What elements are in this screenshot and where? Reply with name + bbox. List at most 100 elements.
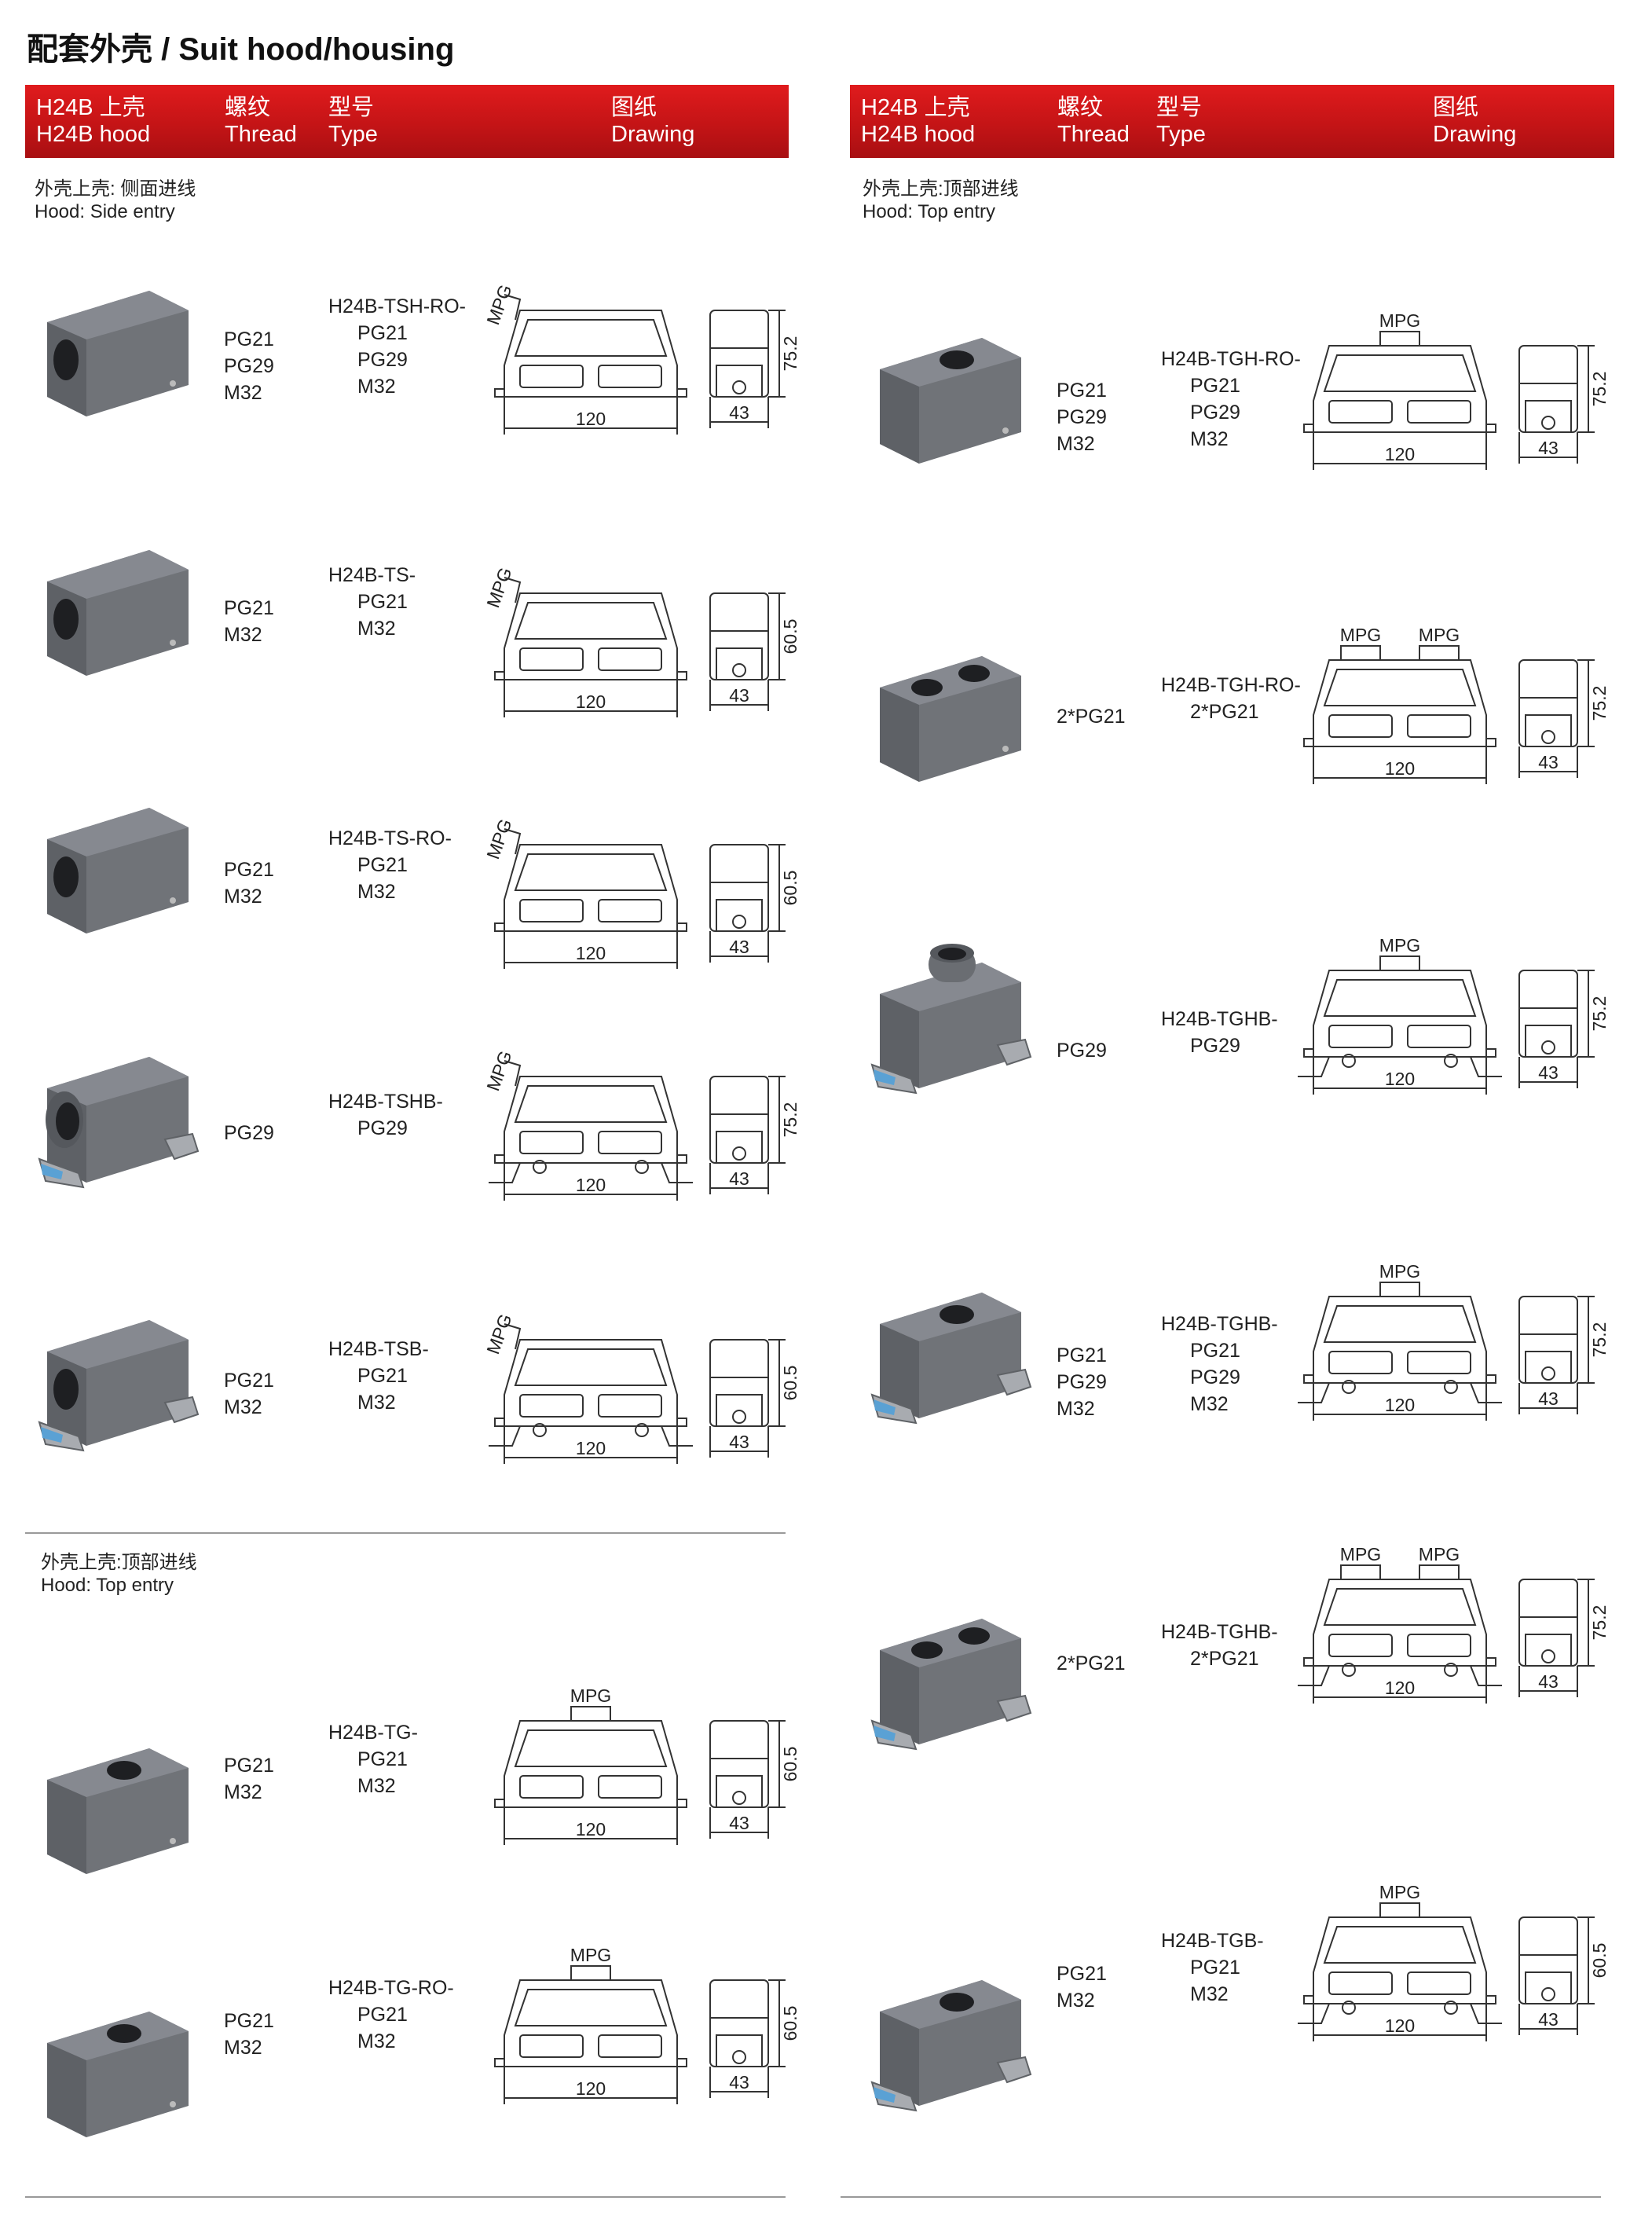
dim-width-43: 43 (729, 1432, 749, 1452)
type-option: M32 (357, 1775, 396, 1797)
mpg-label: MPG (570, 1685, 611, 1706)
dim-width-120: 120 (576, 691, 606, 712)
header-drawing-cn: 图纸 (1433, 95, 1479, 120)
type-option: PG21 (1190, 375, 1240, 397)
dim-width-120: 120 (576, 1819, 606, 1839)
header-type-en: Type (1156, 122, 1206, 147)
header-type-cn: 型号 (1156, 95, 1203, 120)
type-option: M32 (357, 376, 396, 398)
mpg-label: MPG (482, 816, 515, 862)
header-thread-en: Thread (1057, 122, 1130, 147)
type-cell: H24B-TGHB-PG29 (1161, 1006, 1278, 1059)
thread-cell: 2*PG21 (1057, 1650, 1126, 1677)
dim-height: 75.2 (1589, 686, 1610, 721)
hood-photo (880, 656, 1021, 782)
hood-photo (47, 808, 189, 933)
dim-width-43: 43 (729, 937, 749, 957)
thread-value: PG29 (1057, 1371, 1107, 1393)
type-code: H24B-TGHB- (1161, 1313, 1278, 1335)
type-code: H24B-TGHB- (1161, 1008, 1278, 1030)
thread-value: M32 (1057, 1398, 1095, 1420)
type-code: H24B-TGHB- (1161, 1621, 1278, 1643)
mpg-label: MPG (1379, 1882, 1420, 1902)
header-hood-en: H24B hood (861, 122, 976, 147)
dim-width-43: 43 (729, 1168, 749, 1189)
type-option: M32 (1190, 1983, 1229, 2005)
header-thread-cn: 螺纹 (225, 95, 271, 120)
hood-photo (870, 944, 1032, 1095)
hood-photo (47, 291, 189, 416)
bottom-divider-left (25, 2196, 786, 2198)
type-code: H24B-TGH-RO- (1161, 348, 1301, 370)
type-cell: H24B-TGHB-2*PG21 (1161, 1619, 1278, 1672)
thread-value: PG21 (1057, 1963, 1107, 1985)
header-hood-cn: H24B 上壳 (861, 95, 970, 120)
dim-width-120: 120 (1385, 1395, 1415, 1415)
dim-width-120: 120 (576, 1175, 606, 1195)
dim-width-120: 120 (1385, 444, 1415, 464)
type-option: PG29 (1190, 1366, 1240, 1388)
dim-height: 60.5 (780, 871, 800, 906)
mpg-label: MPG (1419, 625, 1460, 645)
thread-value: M32 (224, 382, 262, 404)
dim-width-120: 120 (1385, 1678, 1415, 1698)
mpg-label: MPG (482, 1311, 515, 1357)
header-drawing-en: Drawing (1433, 122, 1517, 147)
dim-height: 60.5 (780, 2006, 800, 2041)
mpg-label: MPG (1379, 1261, 1420, 1282)
header-thread-en: Thread (225, 122, 297, 147)
dim-height: 75.2 (1589, 1605, 1610, 1641)
type-code: H24B-TS-RO- (328, 827, 452, 849)
mpg-label: MPG (1340, 625, 1381, 645)
mpg-label: MPG (482, 565, 515, 611)
dim-height: 75.2 (1589, 372, 1610, 407)
dim-width-120: 120 (576, 409, 606, 429)
type-option: PG21 (1190, 1340, 1240, 1362)
header-thread-cn: 螺纹 (1057, 95, 1104, 120)
header-drawing-cn: 图纸 (611, 95, 658, 120)
thread-value: M32 (224, 886, 262, 908)
type-code: H24B-TG- (328, 1722, 418, 1744)
thread-value: PG21 (224, 859, 274, 881)
type-code: H24B-TGB- (1161, 1930, 1264, 1952)
dim-height: 60.5 (780, 1366, 800, 1401)
type-option: PG21 (357, 591, 408, 613)
thread-value: PG29 (1057, 406, 1107, 428)
mpg-label: MPG (482, 282, 515, 328)
dim-height: 60.5 (780, 1747, 800, 1782)
type-option: PG21 (357, 2004, 408, 2026)
type-code: H24B-TG-RO- (328, 1977, 454, 1999)
thread-value: 2*PG21 (1057, 1652, 1126, 1674)
header-hood-en: H24B hood (36, 122, 151, 147)
dim-width-120: 120 (576, 2078, 606, 2099)
type-code: H24B-TSB- (328, 1338, 429, 1360)
thread-value: PG21 (224, 328, 274, 350)
dim-width-43: 43 (729, 685, 749, 706)
thread-value: PG29 (1057, 1040, 1107, 1062)
thread-value: PG21 (1057, 1344, 1107, 1366)
bottom-divider-right (841, 2196, 1601, 2198)
hood-photo (47, 1748, 189, 1874)
hood-photo (38, 1320, 200, 1452)
